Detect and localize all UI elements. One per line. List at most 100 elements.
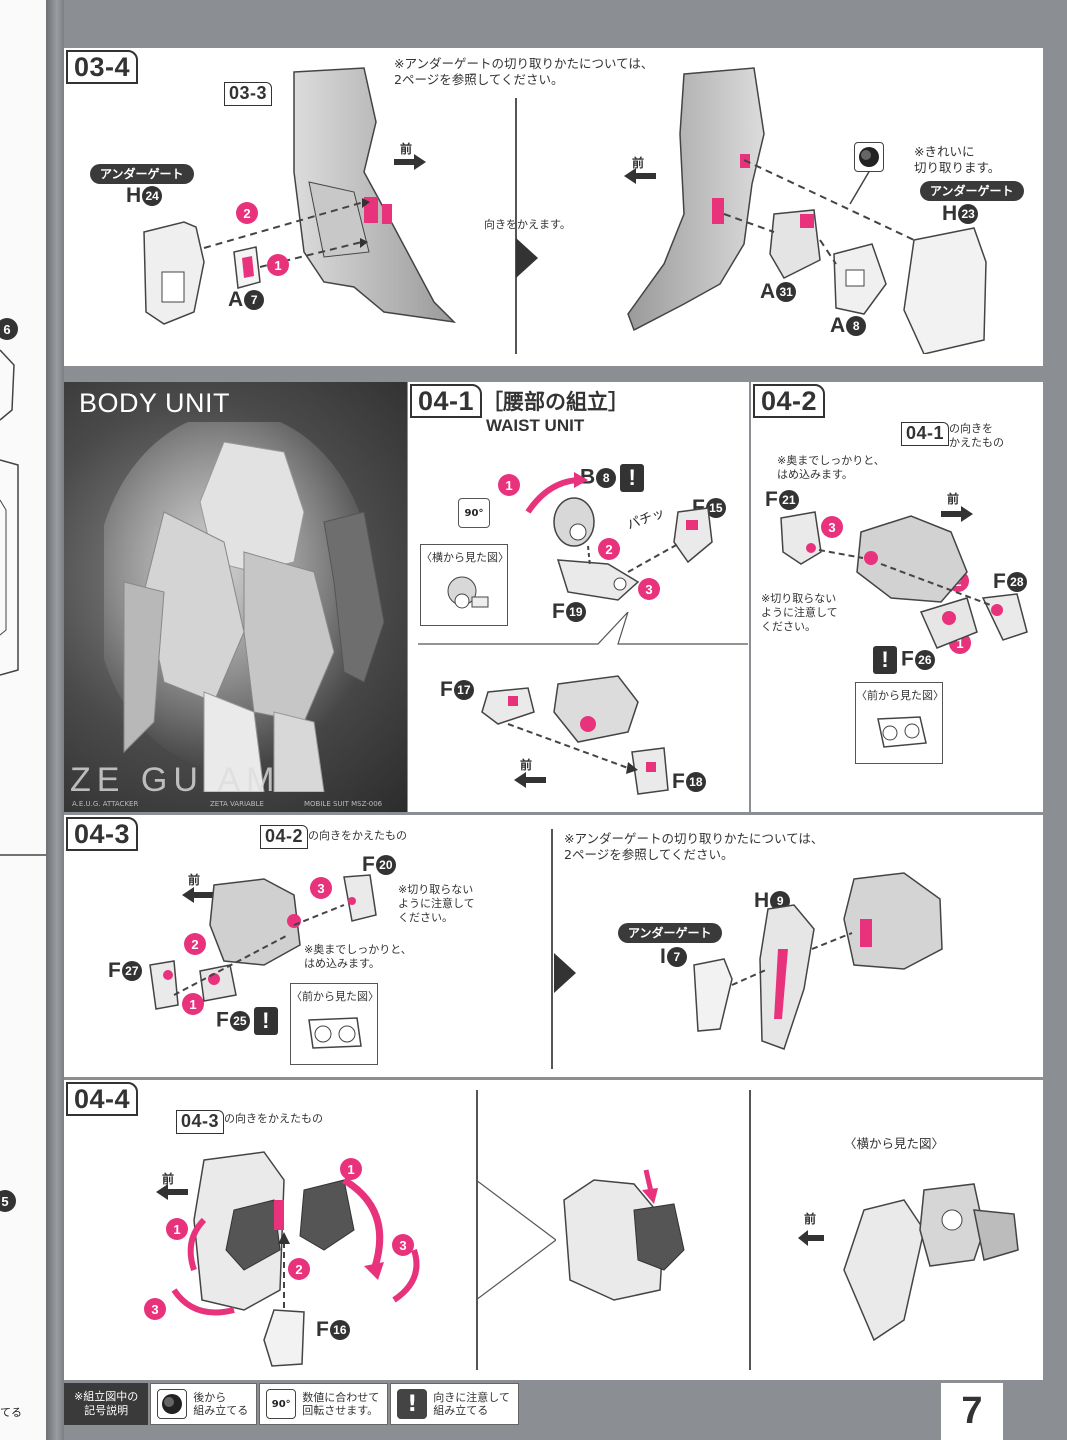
- step-label: 04-4: [66, 1082, 139, 1116]
- waist-2-illustration: [780, 511, 1028, 649]
- front-arrow: [514, 772, 546, 788]
- front-arrow: [941, 506, 973, 522]
- ref-step-label: 04-3: [176, 1110, 225, 1134]
- ref-step-text: の向きをかえたもの: [308, 829, 407, 842]
- fit-note: ※奥までしっかりと、 はめ込みます。: [304, 943, 412, 970]
- assembled-waist-illustration: [563, 1169, 685, 1301]
- legend-text: 後から 組み立てる: [193, 1391, 249, 1417]
- careful-note: ※切り取らない ように注意して ください。: [398, 883, 475, 924]
- legend-head: ※組立図中の 記号説明: [64, 1383, 149, 1425]
- step-number-2: 2: [236, 202, 258, 224]
- front-indicator-right: 前: [804, 1212, 817, 1226]
- undergate-note: ※アンダーゲートの切り取りかたについては、 2ページを参照してください。: [564, 831, 824, 862]
- step-number-1: 1: [498, 474, 520, 496]
- caution-icon: !: [253, 1007, 278, 1035]
- step-number-2: 2: [184, 933, 206, 955]
- caution-icon: !: [620, 464, 645, 492]
- back-assembly-icon: [157, 1389, 188, 1419]
- fragment-number-5: 5: [0, 1190, 16, 1212]
- side-view-caption: 〈横から見た図〉: [844, 1136, 945, 1151]
- logo-sub-mid: ZETA VARIABLE: [210, 800, 264, 808]
- waist-sub-illustration: [481, 675, 669, 795]
- front-view-illustration: [308, 1017, 362, 1049]
- logo-sub-right: MOBILE SUIT MSZ-006: [304, 800, 383, 808]
- side-view-illustration: [843, 1183, 1019, 1342]
- body-unit-title: BODY UNIT: [79, 388, 231, 418]
- next-step-arrow: [554, 953, 576, 993]
- front-arrow: [182, 887, 214, 903]
- ref-step-text: の向きをかえたもの: [224, 1112, 323, 1125]
- step-03-4-panel: 03-4 03-3 ※アンダーゲートの切り取りかたについては、 2ページを参照し…: [64, 48, 1043, 366]
- leg-part-left-illustration: [143, 67, 457, 325]
- step-number-3: 3: [310, 877, 332, 899]
- panel-divider-2: [749, 1090, 751, 1370]
- waist-assembly-illustration: [525, 472, 713, 601]
- callout-frame: [418, 612, 748, 645]
- legend-text: 数値に合わせて 回転させます。: [302, 1391, 380, 1417]
- step-label: 04-1: [410, 384, 483, 418]
- ref-step-text: の向きを かえたもの: [949, 422, 1004, 449]
- fit-note: ※奥までしっかりと、 はめ込みます。: [777, 454, 885, 481]
- fragment-text-bottom: てる: [0, 1406, 22, 1419]
- step-number-3-right: 3: [392, 1234, 414, 1256]
- back-assembly-icon: [854, 142, 884, 172]
- waist-title-jp: ［腰部の組立］: [482, 390, 629, 414]
- fragment-number-6: 6: [0, 318, 18, 340]
- step-number-1-left: 1: [166, 1218, 188, 1240]
- legend-text: 向きに注意して 組み立てる: [433, 1391, 510, 1417]
- body-unit-image-panel: BODY UNIT ZE GU AM A.E.U.G. ATTACKER ZET…: [64, 382, 407, 812]
- legend-item-rotate: 90° 数値に合わせて 回転させます。: [259, 1383, 389, 1425]
- symbol-legend: ※組立図中の 記号説明 後から 組み立てる 90° 数値に合わせて 回転させます…: [64, 1383, 519, 1425]
- zeta-gundam-logo: ZE GU AM: [70, 761, 281, 799]
- step-number-2: 2: [598, 538, 620, 560]
- front-indicator: 前: [947, 492, 960, 506]
- caution-icon: !: [873, 646, 897, 674]
- waist-3-illustration: [149, 874, 377, 1010]
- ref-step-label: 03-3: [224, 82, 273, 106]
- undergate-badge: アンダーゲート: [90, 164, 194, 184]
- front-indicator: 前: [162, 1172, 175, 1186]
- page-number: 7: [941, 1383, 1003, 1440]
- step-number-1-right: 1: [340, 1158, 362, 1180]
- front-arrow-right: [624, 168, 656, 184]
- ref-step-label: 04-1: [901, 422, 950, 446]
- step-label: 03-4: [66, 50, 139, 84]
- gundam-model-photo: [104, 422, 385, 792]
- front-indicator: 前: [400, 142, 413, 156]
- chest-armor-illustration: [693, 872, 943, 1050]
- fragment-line-art: [0, 349, 46, 856]
- panel-divider-1: [476, 1090, 478, 1370]
- callout-frame: [476, 1180, 556, 1300]
- step-number-2: 2: [288, 1258, 310, 1280]
- undergate-badge: アンダーゲート: [618, 923, 722, 943]
- front-view-box: 〈前から見た図〉: [290, 983, 379, 1065]
- undergate-note: ※アンダーゲートの切り取りかたについては、 2ページを参照してください。: [394, 56, 654, 87]
- front-view-box: 〈前から見た図〉: [855, 682, 944, 764]
- waist-rotation-illustration: [171, 1151, 420, 1367]
- panel-divider: [551, 829, 553, 1069]
- panel-divider: [515, 98, 517, 354]
- binding-spine: [46, 0, 64, 1440]
- step-number-3: 3: [638, 578, 660, 600]
- ref-step-label: 04-2: [260, 825, 309, 849]
- legend-item-caution: ! 向きに注意して 組み立てる: [390, 1383, 519, 1425]
- front-indicator-right: 前: [632, 156, 645, 170]
- undergate-badge-right: アンダーゲート: [920, 181, 1024, 201]
- legend-item-back-assembly: 後から 組み立てる: [150, 1383, 258, 1425]
